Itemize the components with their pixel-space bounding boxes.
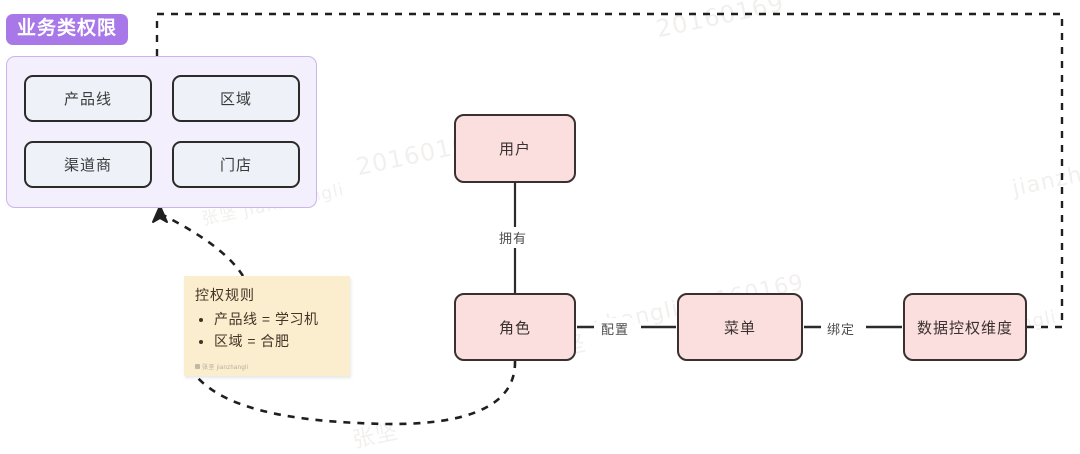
- dimension-box-region[interactable]: 区域: [172, 75, 300, 122]
- dimension-box-store[interactable]: 门店: [172, 141, 300, 188]
- business-permission-badge: 业务类权限: [6, 14, 129, 45]
- rule-note-item: 区域 = 合肥: [214, 331, 340, 353]
- dimension-box-product-line[interactable]: 产品线: [24, 75, 152, 122]
- business-permission-group: 产品线 区域 渠道商 门店: [6, 56, 317, 208]
- rule-note-title: 控权规则: [195, 287, 255, 303]
- node-menu[interactable]: 菜单: [677, 293, 803, 361]
- dimension-box-channel[interactable]: 渠道商: [24, 141, 152, 188]
- watermark: 张坚: [350, 419, 401, 454]
- watermark: jianzhangli 20160169: [1010, 123, 1080, 202]
- rule-note-list: 产品线 = 学习机 区域 = 合肥: [195, 309, 340, 352]
- edge-label-configure: 配置: [597, 318, 634, 339]
- signature-mark-icon: [195, 364, 200, 369]
- node-data-dimension[interactable]: 数据控权维度: [903, 293, 1027, 361]
- node-role[interactable]: 角色: [454, 293, 576, 361]
- edge-label-bind: 绑定: [823, 318, 860, 339]
- edge-rule-note-to-group: [162, 213, 245, 277]
- arrow-head-to-group: [152, 205, 168, 223]
- edge-label-has: 拥有: [495, 227, 532, 248]
- rule-note-signature: 张坚 jianzhangli: [195, 362, 248, 371]
- signature-text: 张坚 jianzhangli: [202, 365, 249, 371]
- node-user[interactable]: 用户: [454, 114, 576, 183]
- rule-note: 控权规则 产品线 = 学习机 区域 = 合肥 张坚 jianzhangli: [184, 276, 350, 376]
- rule-note-item: 产品线 = 学习机: [214, 309, 340, 331]
- watermark: 20160169: [653, 0, 787, 44]
